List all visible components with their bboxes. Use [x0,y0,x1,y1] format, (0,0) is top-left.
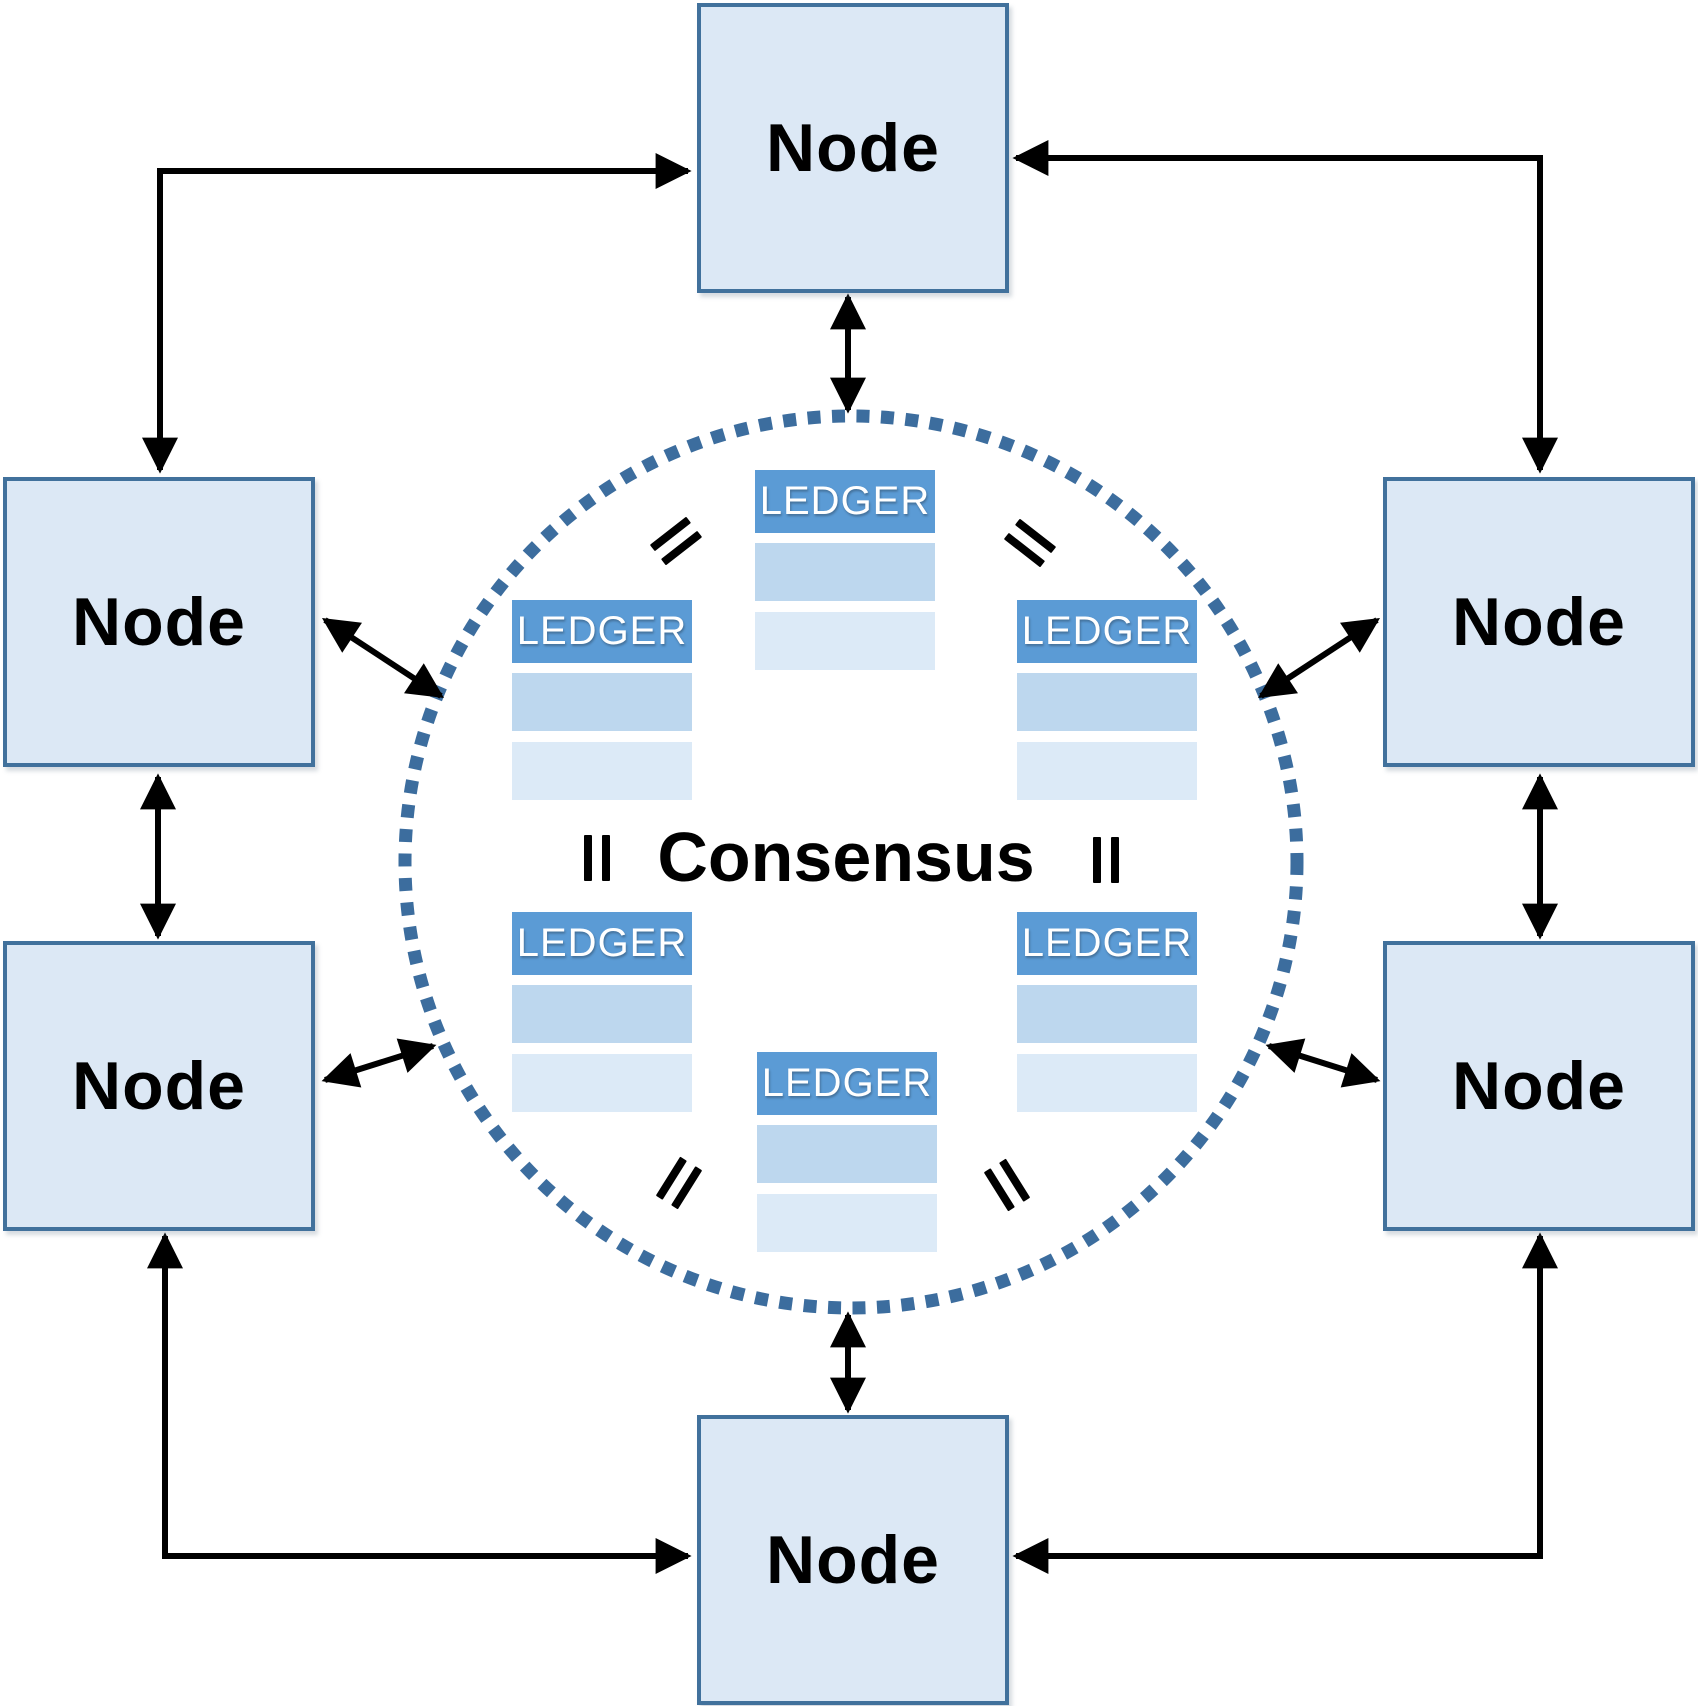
node-box-upper-left: Node [3,477,315,767]
elbow-arrow-topleft [142,153,692,474]
double-arrow-lowerright-circle [1265,1038,1381,1088]
ledger-table-lower-left: LEDGER [512,912,692,1112]
node-label: Node [766,110,940,186]
ledger-row [1017,985,1197,1043]
node-box-upper-right: Node [1383,477,1695,767]
ledger-table-bottom: LEDGER [757,1052,937,1252]
node-box-bottom: Node [697,1415,1009,1705]
ledger-table-top: LEDGER [755,470,935,670]
ledger-row [1017,742,1197,800]
node-label: Node [72,584,246,660]
double-arrow-upperleft-circle [321,617,445,699]
equals-bar [602,835,610,881]
node-label: Node [72,1048,246,1124]
equals-icon [1093,837,1119,883]
ledger-row [512,742,692,800]
ledger-header: LEDGER [512,600,692,663]
ledger-header: LEDGER [755,470,935,533]
double-arrow-lowerleft-circle [321,1038,437,1088]
ledger-row [512,985,692,1043]
ledger-table-upper-right: LEDGER [1017,600,1197,800]
elbow-arrow-bottomright [1012,1232,1558,1574]
elbow-arrow-bottomleft [147,1232,692,1574]
ledger-header: LEDGER [1017,912,1197,975]
ledger-header: LEDGER [1017,600,1197,663]
ledger-table-lower-right: LEDGER [1017,912,1197,1112]
node-box-top: Node [697,3,1009,293]
equals-bar [584,835,592,881]
ledger-header: LEDGER [757,1052,937,1115]
ledger-row [755,612,935,670]
ledger-table-upper-left: LEDGER [512,600,692,800]
node-label: Node [766,1522,940,1598]
double-arrow-upperright-circle [1257,617,1381,699]
ledger-header: LEDGER [512,912,692,975]
equals-bar [1111,837,1119,883]
node-box-lower-left: Node [3,941,315,1231]
consensus-dotted-circle [398,409,1304,1315]
ledger-row [757,1125,937,1183]
ledger-row [512,1054,692,1112]
consensus-title: Consensus [657,818,1035,896]
elbow-arrow-topright [1012,140,1558,474]
equals-bar [1093,837,1101,883]
node-label: Node [1452,1048,1626,1124]
ledger-row [512,673,692,731]
ledger-row [1017,1054,1197,1112]
ledger-row [755,543,935,601]
node-box-lower-right: Node [1383,941,1695,1231]
equals-icon [584,835,610,881]
ledger-row [1017,673,1197,731]
ledger-row [757,1194,937,1252]
node-label: Node [1452,584,1626,660]
